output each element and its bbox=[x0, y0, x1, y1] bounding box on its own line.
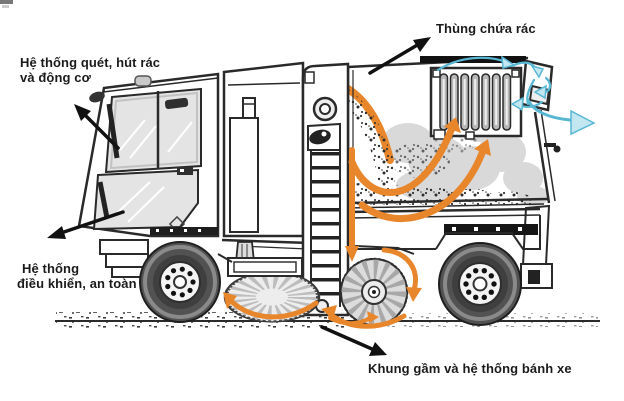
roof-beacon bbox=[134, 75, 152, 87]
label-sweep-vacuum-engine: Hệ thống quét, hút rác và động cơ bbox=[20, 55, 160, 85]
rear-wheel bbox=[438, 242, 522, 326]
label-line: điều khiển, an toàn bbox=[17, 276, 137, 291]
interior-mirror bbox=[164, 97, 189, 109]
label-chassis-wheels: Khung gầm và hệ thống bánh xe bbox=[368, 361, 572, 376]
lug-nuts bbox=[463, 268, 497, 300]
debris-flow-arrow bbox=[227, 297, 319, 320]
rear-handle bbox=[553, 145, 561, 153]
wiper-lower bbox=[97, 181, 110, 219]
rear-bumper bbox=[520, 204, 553, 289]
air-flow-arrow bbox=[526, 98, 572, 122]
label-arrow bbox=[82, 112, 120, 150]
wiper bbox=[106, 103, 120, 159]
label-line: Hệ thống quét, hút rác bbox=[20, 55, 161, 70]
debris-flow-arrows bbox=[227, 124, 488, 329]
door-window bbox=[92, 167, 199, 231]
label-arrow bbox=[320, 325, 374, 351]
elevator-rungs bbox=[312, 152, 339, 296]
front-wheel bbox=[139, 241, 221, 323]
dust-filter bbox=[429, 66, 523, 140]
debris-flow-arrowheads bbox=[223, 117, 491, 323]
label-line: và động cơ bbox=[20, 70, 91, 85]
label-trash-container: Thùng chứa rác bbox=[436, 21, 536, 36]
debris-flow-arrow bbox=[358, 144, 488, 223]
exhaust-air-arrowhead bbox=[570, 109, 596, 136]
label-control-safety: Hệ thống điều khiển, an toàn bbox=[17, 261, 137, 291]
label-line: Thùng chứa rác bbox=[436, 21, 536, 36]
debris-flow-arrow bbox=[327, 311, 407, 329]
engine-bay bbox=[222, 61, 305, 238]
main-broom bbox=[339, 257, 409, 327]
side-mirror bbox=[89, 91, 105, 103]
cab bbox=[77, 72, 220, 238]
image-corner-artifact bbox=[0, 0, 13, 8]
exhaust-stack bbox=[229, 97, 259, 233]
debris-elevator bbox=[301, 62, 350, 317]
debris-flow-arrow bbox=[348, 124, 456, 196]
label-arrows bbox=[47, 37, 431, 356]
bolt-strip bbox=[444, 224, 538, 235]
label-arrow bbox=[59, 210, 125, 235]
label-line: Khung gầm và hệ thống bánh xe bbox=[368, 361, 572, 376]
windshield bbox=[104, 87, 202, 174]
air-flow-arrow bbox=[526, 78, 536, 106]
debris-flow-arrow bbox=[381, 247, 418, 293]
truck-body bbox=[77, 56, 561, 289]
door-handle bbox=[177, 167, 193, 175]
lug-nuts bbox=[165, 266, 196, 298]
rear-wheel-arch bbox=[435, 215, 541, 250]
label-arrow bbox=[368, 42, 421, 75]
hopper-top-rail bbox=[420, 56, 526, 63]
air-flow-arrowheads bbox=[501, 55, 596, 136]
air-flow-arrow bbox=[436, 56, 508, 72]
label-line: Hệ thống bbox=[22, 261, 80, 276]
cab-steps bbox=[99, 239, 149, 278]
side-broom bbox=[217, 253, 321, 323]
debris-flow-arrow bbox=[328, 316, 372, 326]
